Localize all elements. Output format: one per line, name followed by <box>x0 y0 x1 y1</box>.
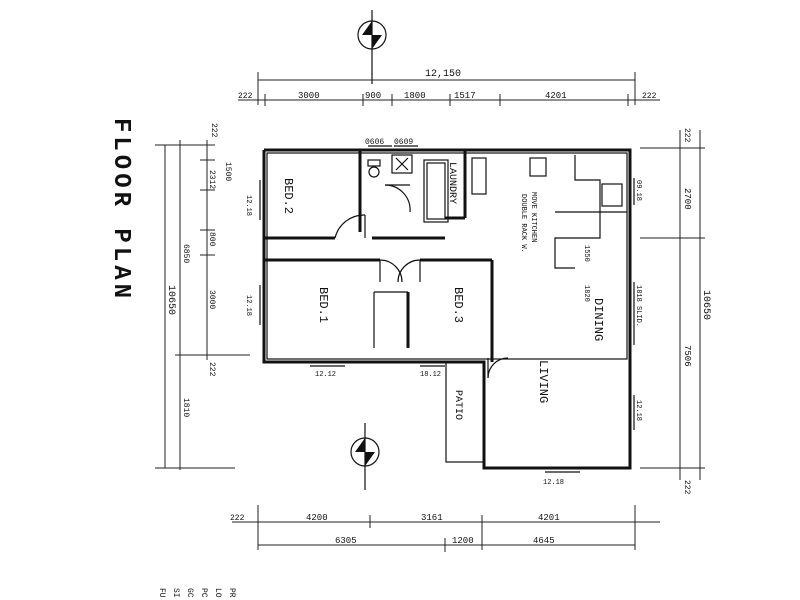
top-seg-1: 222 <box>238 92 253 101</box>
window-labels: 0606 0609 12.18 12.18 12.12 18.12 12.18 … <box>244 138 642 487</box>
bottom-lower-seg-3: 4645 <box>533 536 555 546</box>
window-label-10: 1550 <box>582 245 590 262</box>
right-total-dimension: 10650 <box>700 290 711 320</box>
left-seg-4: 800 <box>207 232 216 247</box>
fixtures <box>367 154 547 223</box>
top-dimensions: 12,150 222 3000 900 1800 1517 4201 222 <box>238 69 660 106</box>
left-dimensions: 10650 222 1500 2312 800 6850 3000 222 18… <box>155 123 250 470</box>
right-seg-1: 222 <box>682 128 691 143</box>
doors <box>334 184 509 379</box>
bottom-upper-seg-3: 3161 <box>421 513 443 523</box>
room-label-bed3: BED.3 <box>451 287 465 323</box>
top-seg-2: 3000 <box>298 91 320 101</box>
left-total-dimension: 10650 <box>165 285 176 315</box>
window-label-11: 1820 <box>582 285 590 302</box>
bottom-upper-seg-1: 222 <box>230 514 245 523</box>
footer-text-3: GC <box>185 588 194 598</box>
top-total-dimension: 12,150 <box>425 69 461 80</box>
room-label-dining: DINING <box>591 298 605 341</box>
left-seg-5: 6850 <box>181 244 190 263</box>
window-label-12: 1818 SLID. <box>634 285 642 327</box>
room-labels: BED.2 BED.1 BED.3 LAUNDRY DINING LIVING … <box>281 162 605 420</box>
footer-text-2: SI <box>171 588 180 598</box>
patio-area <box>445 361 485 463</box>
top-seg-5: 1517 <box>454 91 476 101</box>
window-label-6: 18.12 <box>420 371 441 379</box>
left-seg-1: 222 <box>209 123 218 138</box>
plan-title: FLOOR PLAN <box>107 118 134 302</box>
left-seg-2: 1500 <box>223 162 232 181</box>
top-seg-3: 900 <box>365 91 381 101</box>
footer-text-5: LO <box>213 588 222 598</box>
right-seg-2: 2700 <box>682 188 692 210</box>
left-seg-6: 3000 <box>207 290 216 309</box>
window-label-1: 0606 <box>365 138 384 147</box>
bottom-dimensions: 222 4200 3161 4201 6305 1200 4645 <box>230 505 660 552</box>
top-seg-7: 222 <box>642 92 657 101</box>
window-label-9: 09.18 <box>634 180 642 201</box>
kitchen-note-1: MOVE KITCHEN <box>529 192 537 242</box>
bottom-upper-seg-2: 4200 <box>306 513 328 523</box>
right-seg-3: 7506 <box>682 345 692 367</box>
room-label-living: LIVING <box>536 360 550 403</box>
window-label-7: 12.18 <box>634 400 642 421</box>
room-label-bed1: BED.1 <box>316 287 330 323</box>
bottom-upper-seg-4: 4201 <box>538 513 560 523</box>
right-seg-4: 222 <box>682 480 691 495</box>
top-seg-6: 4201 <box>545 91 567 101</box>
footer-text-1: FU <box>157 588 166 598</box>
footer-text: FU SI GC PC LO PR <box>157 588 236 598</box>
window-label-3: 12.18 <box>244 195 252 216</box>
left-seg-3: 2312 <box>207 170 216 189</box>
interior-walls <box>264 150 494 362</box>
exterior-walls <box>262 148 632 470</box>
room-label-bed2: BED.2 <box>281 178 295 214</box>
window-label-8: 12.18 <box>543 479 564 487</box>
left-seg-7: 222 <box>207 362 216 377</box>
north-arrow-bottom <box>350 423 380 490</box>
bottom-lower-seg-1: 6305 <box>335 536 357 546</box>
room-label-patio: PATIO <box>452 390 463 420</box>
window-label-4: 12.18 <box>244 295 252 316</box>
right-dimensions: 10650 222 2700 7506 222 <box>640 128 711 495</box>
windows <box>259 145 635 473</box>
kitchen-note-2: DOUBLE RACK W. <box>519 194 527 253</box>
left-seg-8: 1810 <box>181 398 190 417</box>
top-seg-4: 1800 <box>404 91 426 101</box>
footer-text-6: PR <box>227 588 236 598</box>
north-arrow-top <box>357 10 387 84</box>
window-label-5: 12.12 <box>315 371 336 379</box>
window-label-2: 0609 <box>394 138 413 147</box>
bottom-lower-seg-2: 1200 <box>452 536 474 546</box>
kitchen-benches <box>554 155 627 269</box>
footer-text-4: PC <box>199 588 208 598</box>
room-label-laundry: LAUNDRY <box>446 162 457 204</box>
